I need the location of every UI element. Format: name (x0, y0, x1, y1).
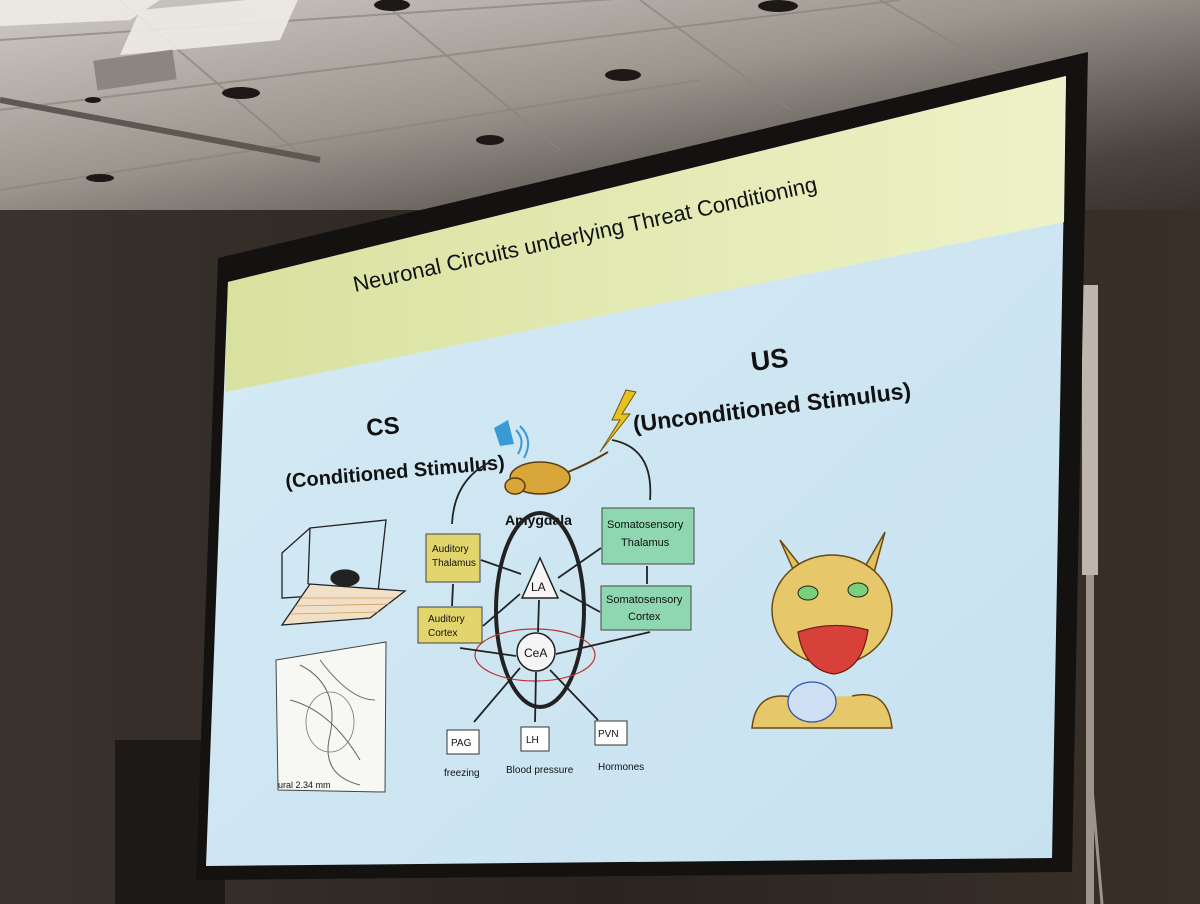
us-heading: US (749, 343, 790, 377)
slide-title-band (225, 76, 1066, 392)
somato-cortex-line1: Somatosensory (606, 594, 683, 606)
conditioning-chamber (280, 519, 407, 626)
brain-section-image: ural 2.34 mm (275, 641, 387, 793)
somato-cortex-line2: Cortex (628, 611, 661, 623)
output-pag-label: PAG (451, 738, 472, 749)
output-pag-caption: freezing (444, 768, 480, 779)
somato-thalamus-box: Somatosensory Thalamus (601, 507, 695, 565)
speaker-icon (494, 420, 530, 459)
somato-thalamus-line1: Somatosensory (607, 519, 684, 531)
output-pvn-label: PVN (598, 729, 619, 740)
output-pvn: PVN Hormones (594, 720, 644, 773)
somato-thalamus-line2: Thalamus (621, 537, 670, 549)
rat-icon (504, 451, 609, 495)
la-nucleus (520, 556, 560, 599)
auditory-thalamus-line2: Thalamus (432, 558, 476, 569)
auditory-cortex-box: Auditory Cortex (417, 606, 483, 644)
output-pag: PAG freezing (444, 729, 480, 779)
stimulus-arrows (451, 439, 652, 525)
cea-nucleus (516, 632, 556, 672)
circuit-arrows (451, 547, 651, 723)
auditory-thalamus-box: Auditory Thalamus (425, 533, 481, 583)
la-label: LA (531, 580, 546, 594)
lightning-icon (599, 389, 637, 453)
screen-stand (1082, 285, 1104, 904)
auditory-cortex-line1: Auditory (428, 614, 465, 625)
output-pvn-caption: Hormones (598, 762, 644, 773)
amygdala-oval (494, 511, 586, 709)
auditory-thalamus-line1: Auditory (432, 544, 469, 555)
output-lh-label: LH (526, 735, 539, 746)
cs-heading: CS (365, 412, 401, 442)
brain-section-caption: ural 2.34 mm (278, 780, 331, 790)
output-lh-caption: Blood pressure (506, 765, 574, 776)
somato-cortex-box: Somatosensory Cortex (600, 585, 692, 631)
auditory-cortex-line2: Cortex (428, 628, 457, 639)
cat-illustration (751, 531, 893, 729)
cea-label: CeA (524, 646, 547, 660)
output-lh: LH Blood pressure (506, 726, 574, 776)
